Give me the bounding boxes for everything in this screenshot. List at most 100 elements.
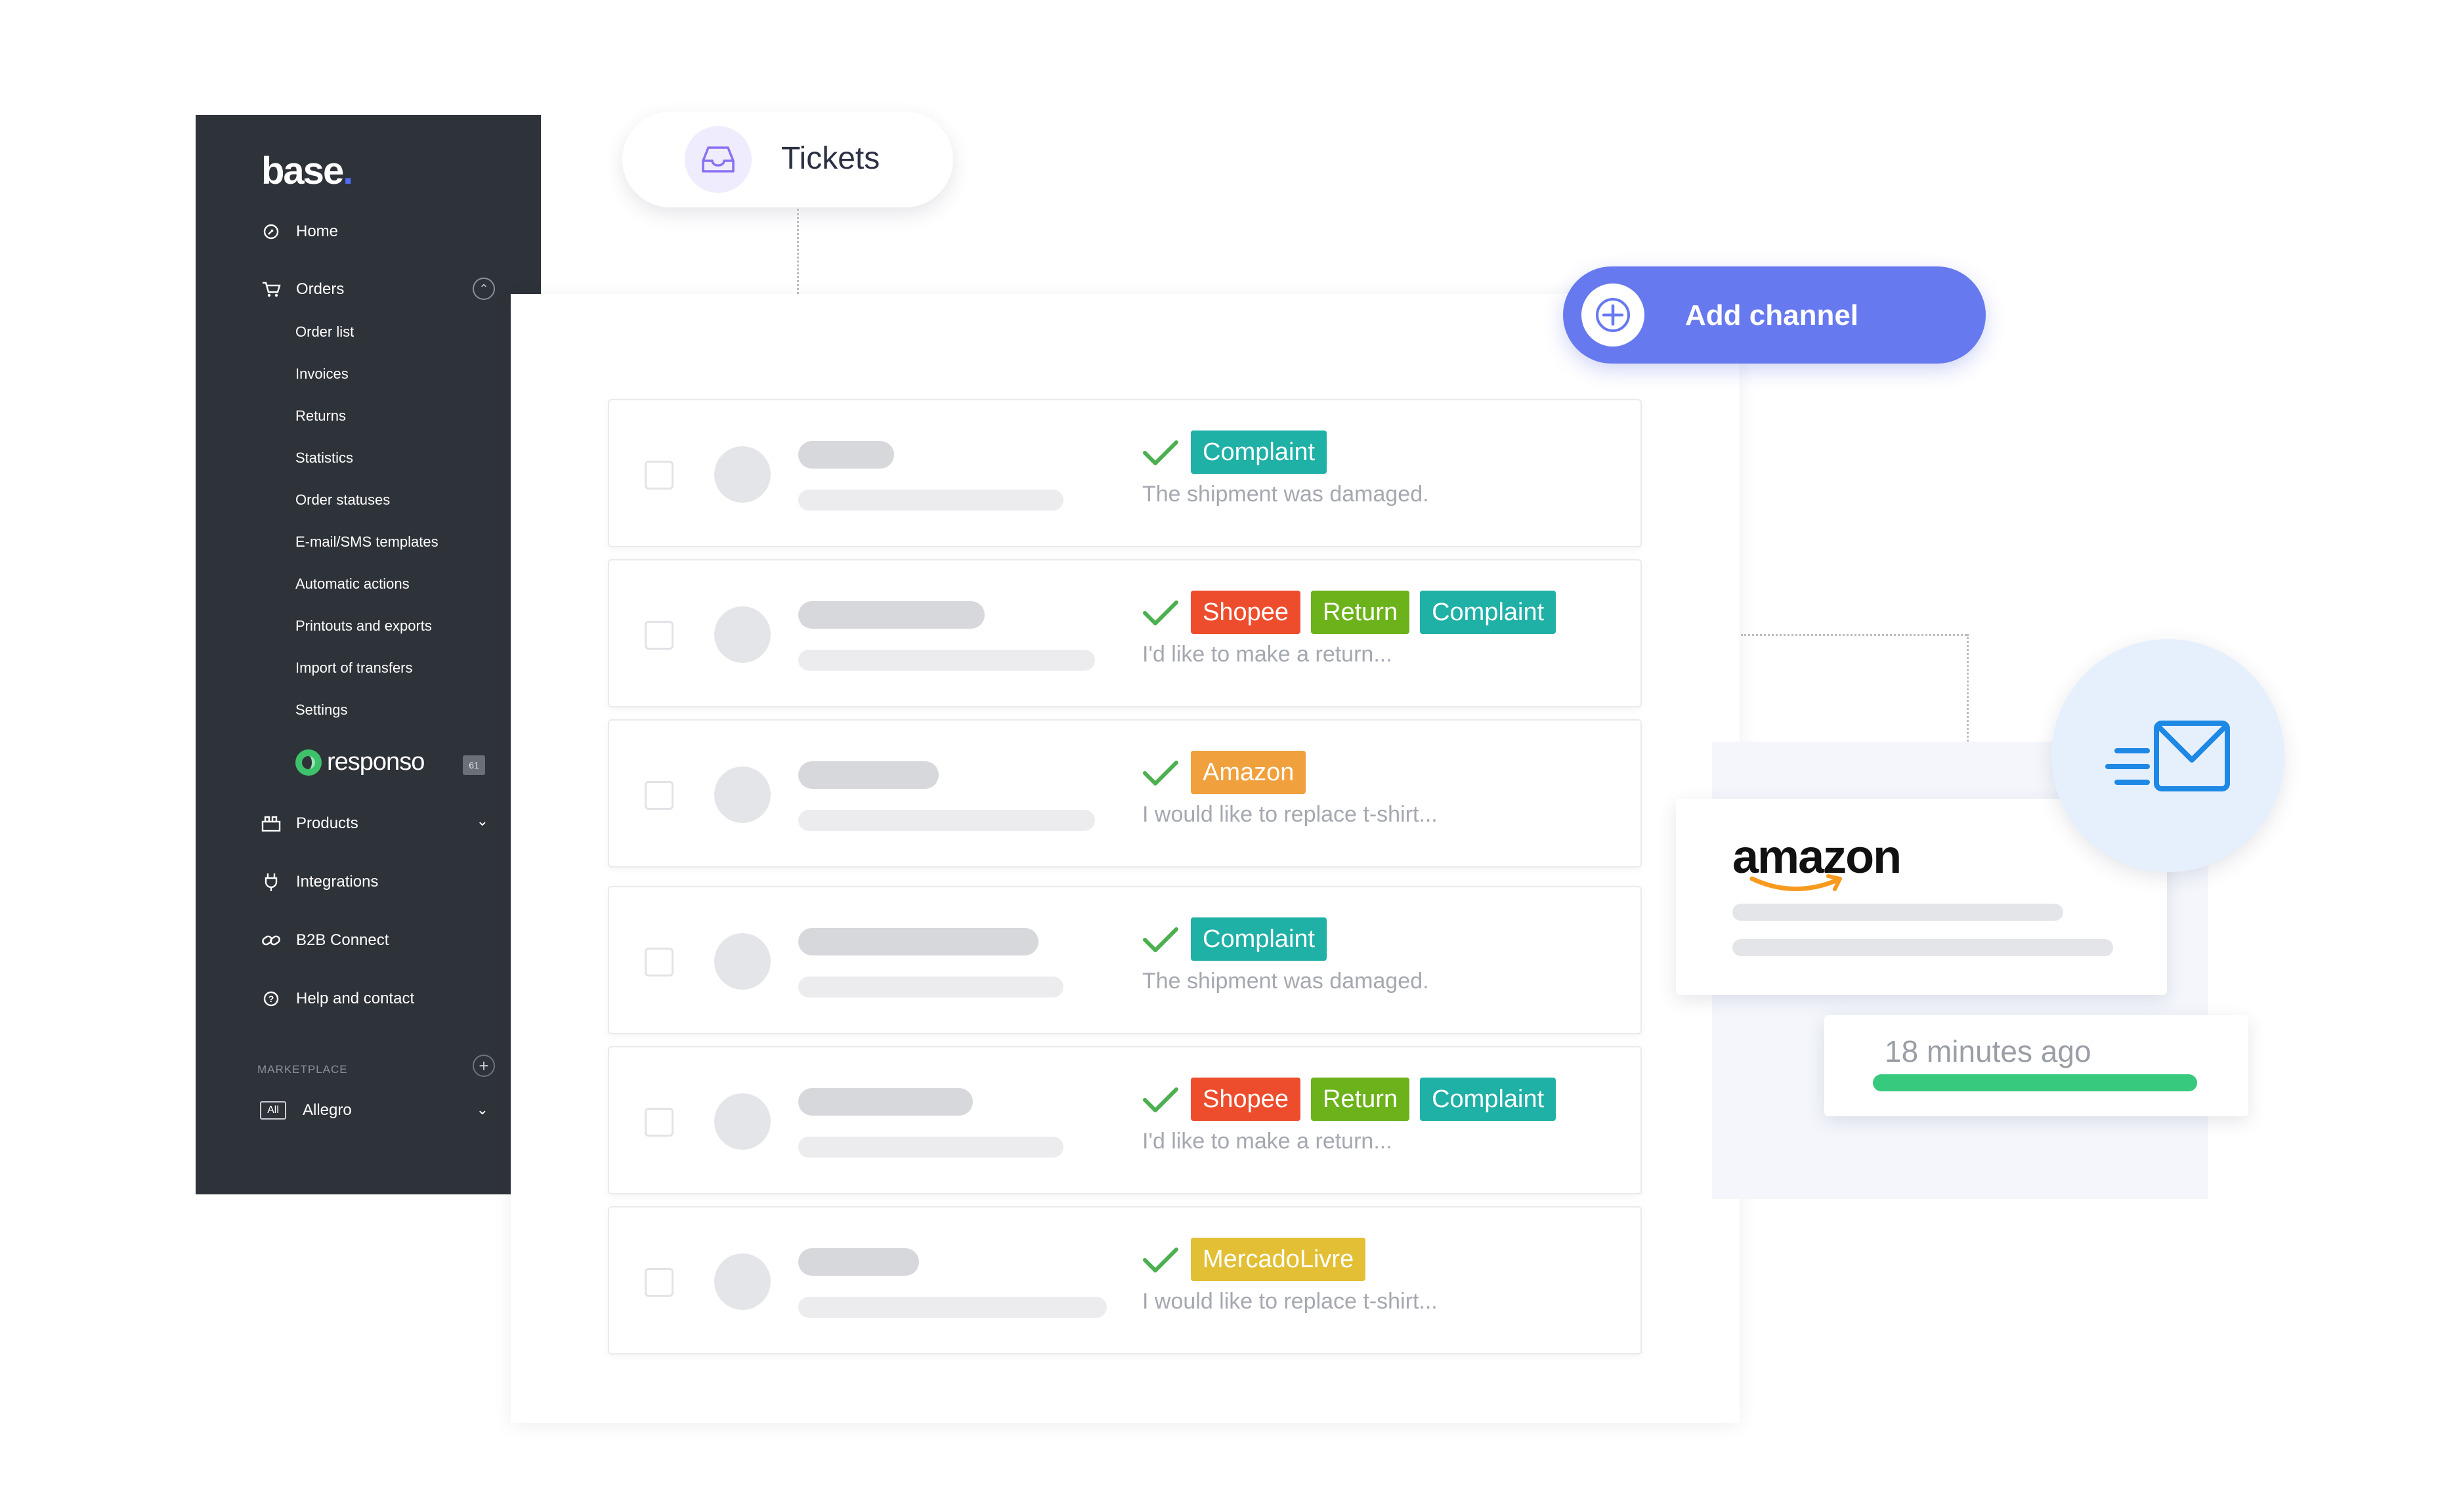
avatar [714,766,771,823]
tag-badge[interactable]: Complaint [1420,591,1556,634]
responso-item[interactable]: responso [295,748,425,776]
sidebar-item-integrations[interactable]: Integrations [258,869,378,895]
tag-group: Complaint [1191,917,1327,961]
sidebar-item-home[interactable]: Home [258,219,338,245]
plug-icon [258,872,284,892]
mail-badge [2051,639,2284,872]
marketplace-section-label: MARKETPLACE [257,1063,348,1076]
sidebar-subitem-automatic-actions[interactable]: Automatic actions [295,576,410,592]
checkmark-icon [1143,600,1178,625]
placeholder-subtitle [798,810,1095,831]
placeholder-title [798,1088,973,1116]
sidebar: base. Home Orders ⌃ Order list Invoices … [196,115,541,1194]
checkmark-icon [1143,761,1178,786]
sidebar-item-label: Home [296,222,339,240]
sidebar-subitem-returns[interactable]: Returns [295,408,347,424]
responso-count-badge: 61 [463,755,485,775]
add-channel-button[interactable]: Add channel [1563,266,1986,364]
chevron-down-icon[interactable]: ⌄ [476,812,488,829]
tickets-label: Tickets [781,141,880,176]
avatar [714,1253,771,1310]
sidebar-item-label: B2B Connect [296,931,389,949]
tag-badge[interactable]: Shopee [1191,591,1301,634]
tag-group: Complaint [1191,430,1327,474]
home-icon [258,223,284,240]
avatar [714,606,771,663]
tag-badge[interactable]: Complaint [1191,430,1327,474]
checkmark-icon [1143,440,1178,465]
plus-icon [1581,284,1644,346]
row-checkbox[interactable] [645,781,674,810]
orders-collapse-toggle[interactable]: ⌃ [473,278,495,300]
chevron-down-icon[interactable]: ⌄ [476,1101,488,1118]
sidebar-item-orders[interactable]: Orders [258,276,344,303]
sidebar-subitem-settings[interactable]: Settings [295,702,348,718]
time-ago-label: 18 minutes ago [1885,1034,2091,1068]
base-logo[interactable]: base. [261,150,353,192]
amazon-smile-icon [1749,874,1842,891]
mail-icon [2105,720,2230,791]
placeholder-line [1732,939,2113,956]
help-icon: ? [258,990,284,1007]
sidebar-subitem-order-list[interactable]: Order list [295,324,354,340]
sidebar-item-b2b-connect[interactable]: B2B Connect [258,927,389,954]
ticket-message: I'd like to make a return... [1142,642,1392,667]
responso-label: responso [327,748,425,776]
ticket-row[interactable]: Amazon I would like to replace t-shirt... [608,719,1642,868]
sidebar-item-allegro[interactable]: Allegro [303,1101,352,1119]
connector-line [1967,634,1969,742]
tag-badge[interactable]: Amazon [1191,751,1306,794]
sidebar-subitem-import-transfers[interactable]: Import of transfers [295,660,413,676]
sidebar-subitem-email-sms-templates[interactable]: E-mail/SMS templates [295,534,439,550]
products-icon [258,815,284,832]
avatar [714,446,771,503]
placeholder-title [798,1248,919,1276]
row-checkbox[interactable] [645,1268,674,1297]
ticket-message: The shipment was damaged. [1142,969,1429,994]
chevron-up-icon: ⌃ [479,282,489,295]
sidebar-subitem-invoices[interactable]: Invoices [295,366,349,382]
tag-badge[interactable]: MercadoLivre [1191,1238,1366,1281]
progress-bar [1873,1074,2197,1091]
placeholder-title [798,441,894,469]
row-checkbox[interactable] [645,621,674,650]
tickets-pill[interactable]: Tickets [622,112,953,207]
row-checkbox[interactable] [645,1108,674,1137]
timestamp-card: 18 minutes ago [1824,1015,2248,1116]
tag-badge[interactable]: Complaint [1191,917,1327,961]
tag-badge[interactable]: Shopee [1191,1078,1301,1121]
tag-group: Amazon [1191,751,1306,794]
sidebar-subitem-order-statuses[interactable]: Order statuses [295,492,391,508]
add-marketplace-button[interactable]: + [473,1055,495,1077]
tag-badge[interactable]: Return [1311,591,1410,634]
tag-badge[interactable]: Complaint [1420,1078,1556,1121]
placeholder-line [1732,904,2063,921]
sidebar-subitem-printouts-exports[interactable]: Printouts and exports [295,618,432,634]
placeholder-subtitle [798,1297,1107,1318]
row-checkbox[interactable] [645,948,674,976]
link-icon [258,932,284,949]
checkmark-icon [1143,927,1178,952]
placeholder-title [798,761,939,789]
add-channel-label: Add channel [1685,299,1859,331]
ticket-message: I'd like to make a return... [1142,1129,1392,1154]
sidebar-item-help-contact[interactable]: ? Help and contact [258,986,414,1012]
ticket-message: The shipment was damaged. [1142,482,1429,507]
cart-icon [258,280,284,299]
placeholder-subtitle [798,650,1095,671]
inbox-icon [685,126,752,193]
sidebar-item-products[interactable]: Products [258,810,358,837]
ticket-message: I would like to replace t-shirt... [1142,1289,1438,1314]
sidebar-subitem-statistics[interactable]: Statistics [295,450,354,466]
tag-badge[interactable]: Return [1311,1078,1410,1121]
row-checkbox[interactable] [645,461,674,490]
ticket-row[interactable]: MercadoLivre I would like to replace t-sh… [608,1206,1642,1354]
ticket-message: I would like to replace t-shirt... [1142,802,1438,827]
avatar [714,1093,771,1150]
